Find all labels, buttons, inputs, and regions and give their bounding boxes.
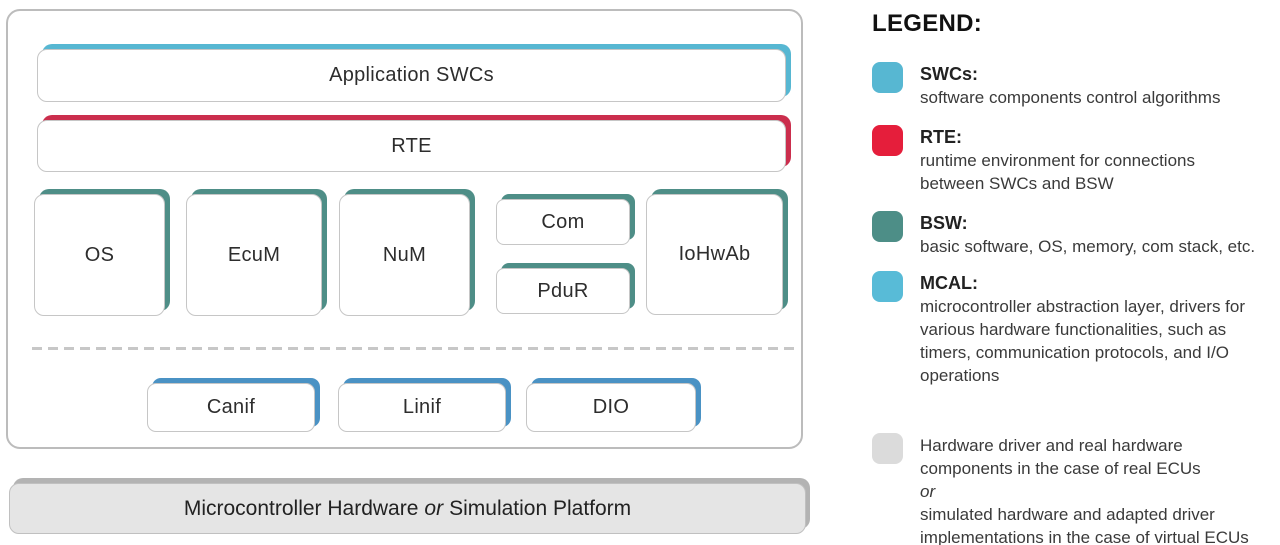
pdur-box: PduR	[496, 268, 630, 314]
hardware-label-part1: Microcontroller Hardware	[183, 496, 419, 520]
hardware-label-or: or	[424, 496, 444, 520]
application-swcs-box: Application SWCs	[37, 49, 786, 102]
ecum-box: EcuM	[186, 194, 322, 316]
dio-box: DIO	[526, 383, 696, 432]
linif-label: Linif	[402, 396, 442, 418]
legend-entry-mcal: MCAL: microcontroller abstraction layer,…	[872, 271, 1246, 387]
num-box: NuM	[339, 194, 470, 316]
com-box: Com	[496, 199, 630, 245]
ecu-software-container: Application SWCs RTE OS EcuM NuM Com Pdu…	[6, 9, 803, 449]
swcs-color-swatch	[872, 62, 903, 93]
legend: LEGEND: SWCs: software components contro…	[872, 10, 1278, 545]
legend-term-swcs: SWCs:	[920, 64, 978, 84]
pdur-label: PduR	[537, 279, 589, 302]
legend-desc-line: basic software, OS, memory, com stack, e…	[920, 237, 1256, 256]
dio-label: DIO	[592, 396, 630, 418]
os-label: OS	[84, 243, 115, 266]
bsw-color-swatch	[872, 211, 903, 242]
rte-color-swatch	[872, 125, 903, 156]
hardware-label-part2: Simulation Platform	[449, 496, 632, 520]
com-label: Com	[541, 210, 585, 233]
hardware-platform-bar: Microcontroller Hardware or Simulation P…	[9, 483, 806, 534]
os-box: OS	[34, 194, 165, 316]
canif-label: Canif	[206, 396, 256, 418]
application-swcs-label: Application SWCs	[329, 64, 494, 86]
legend-title: LEGEND:	[872, 10, 983, 37]
rte-box: RTE	[37, 120, 786, 172]
legend-desc-line: simulated hardware and adapted driver	[920, 505, 1215, 524]
legend-entry-hardware: Hardware driver and real hardware compon…	[872, 433, 1249, 545]
mcal-color-swatch	[872, 271, 903, 302]
legend-entry-rte: RTE: runtime environment for connections…	[872, 125, 1195, 195]
linif-box: Linif	[338, 383, 506, 432]
legend-desc-line: software components control algorithms	[920, 88, 1221, 107]
legend-desc-line: runtime environment for connections	[920, 151, 1195, 170]
hardware-color-swatch	[872, 433, 903, 464]
legend-desc-line: operations	[920, 366, 1000, 385]
legend-desc-line: Hardware driver and real hardware	[920, 436, 1183, 455]
legend-desc-line: components in the case of real ECUs	[920, 459, 1201, 478]
legend-desc-line: various hardware functionalities, such a…	[920, 320, 1227, 339]
legend-desc-line: microcontroller abstraction layer, drive…	[920, 297, 1246, 316]
legend-desc-line: between SWCs and BSW	[920, 174, 1114, 193]
legend-desc-line: implementations in the case of virtual E…	[920, 528, 1249, 545]
iohwab-box: IoHwAb	[646, 194, 783, 315]
iohwab-label: IoHwAb	[678, 243, 751, 265]
legend-entry-swcs: SWCs: software components control algori…	[872, 62, 1221, 109]
legend-term-mcal: MCAL:	[920, 273, 978, 293]
rte-label: RTE	[391, 134, 432, 157]
canif-box: Canif	[147, 383, 315, 432]
ecum-label: EcuM	[227, 243, 281, 266]
legend-desc-line: timers, communication protocols, and I/O	[920, 343, 1229, 362]
num-label: NuM	[382, 243, 427, 266]
legend-entry-bsw: BSW: basic software, OS, memory, com sta…	[872, 211, 1256, 258]
mcal-separator-dashed-line	[32, 347, 796, 350]
legend-desc-line-or: or	[920, 482, 936, 501]
legend-term-bsw: BSW:	[920, 213, 968, 233]
legend-term-rte: RTE:	[920, 127, 962, 147]
